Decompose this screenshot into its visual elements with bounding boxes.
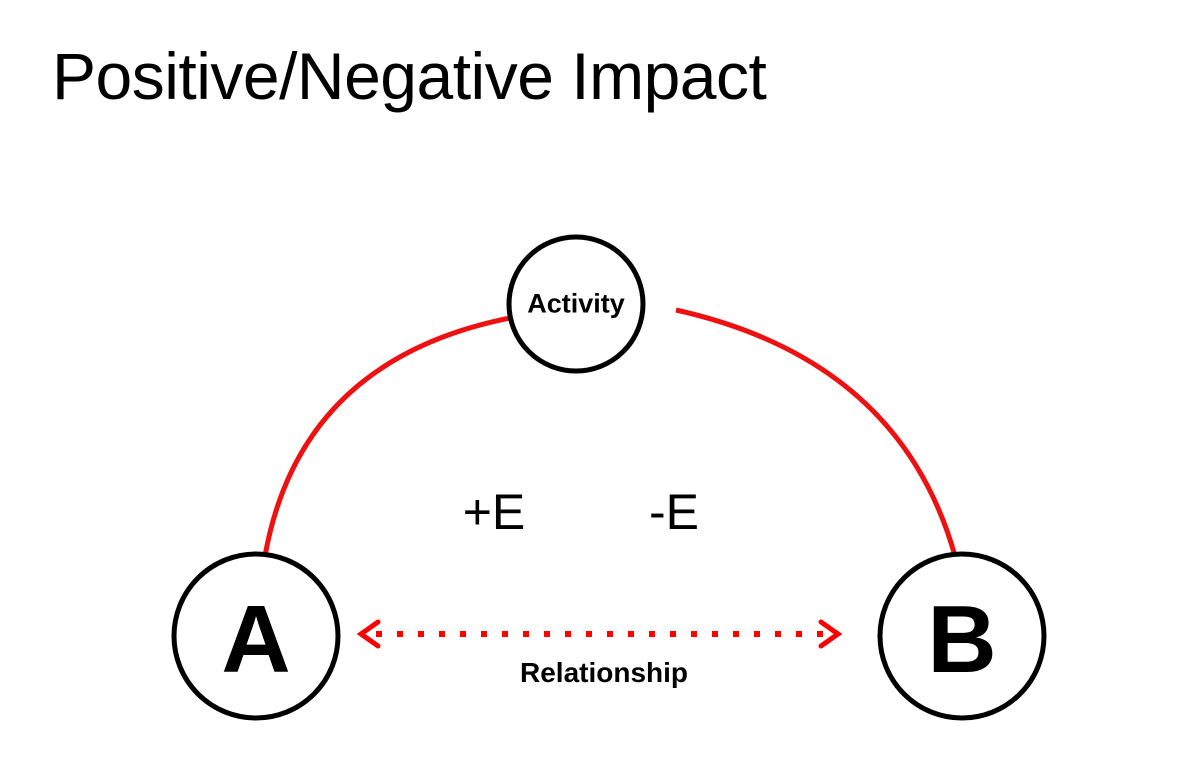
arrowhead-right-icon <box>818 619 843 649</box>
negative-externality-label: -E <box>649 484 699 540</box>
relationship-label: Relationship <box>519 657 689 688</box>
positive-externality-label: +E <box>462 484 526 540</box>
arrowhead-left-icon <box>356 619 381 649</box>
right-arc <box>675 307 958 557</box>
left-arc <box>262 315 511 557</box>
node-b-label: B <box>927 586 997 693</box>
activity-node <box>506 234 646 374</box>
node-a-label: A <box>221 586 291 693</box>
node-b <box>877 551 1047 721</box>
node-a <box>171 551 341 721</box>
activity-label: Activity <box>527 288 625 319</box>
page-title: Positive/Negative Impact <box>52 39 767 113</box>
